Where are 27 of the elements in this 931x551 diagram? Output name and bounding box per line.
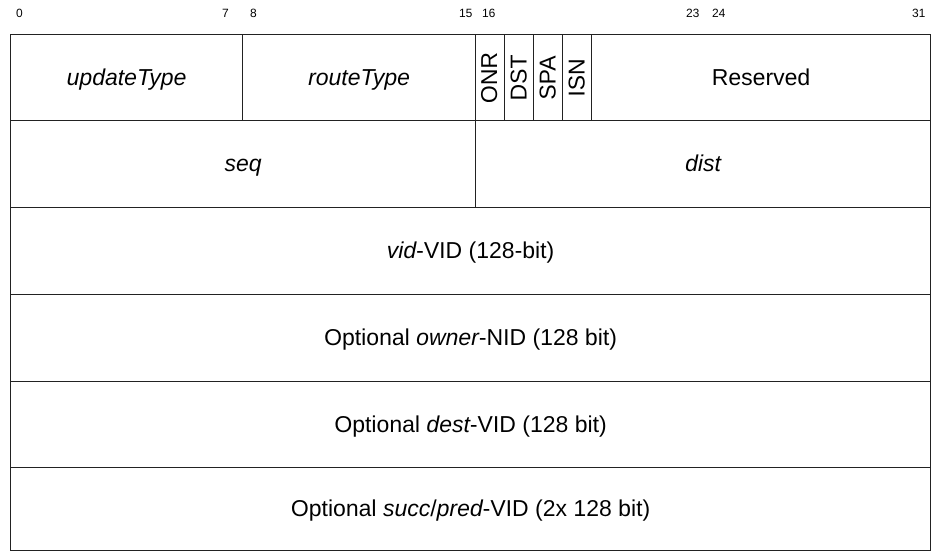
field-name: Optional succ/pred-VID (2x 128 bit) — [290, 496, 650, 522]
field-box — [591, 34, 931, 121]
field-name: SPA — [534, 55, 562, 100]
field-box — [10, 207, 931, 295]
field-name: ISN — [564, 58, 590, 97]
field-box — [10, 467, 931, 551]
bit-number: 0 — [16, 6, 23, 20]
bit-number: 24 — [712, 6, 726, 20]
field-name: updateType — [66, 64, 186, 90]
field-name: routeType — [308, 64, 410, 90]
field-name: vid-VID (128-bit) — [386, 238, 554, 264]
bit-number: 15 — [459, 6, 472, 20]
bit-number: 16 — [482, 6, 496, 20]
field-box — [10, 294, 931, 382]
bit-number: 8 — [250, 6, 257, 20]
field-name: seq — [224, 151, 262, 177]
field-box — [10, 34, 243, 121]
bit-number: 7 — [222, 6, 229, 20]
field-box — [10, 381, 931, 468]
bit-number: 31 — [912, 6, 926, 20]
field-name: Reserved — [712, 64, 810, 90]
field-name: DST — [506, 54, 532, 100]
field-name: ONR — [476, 52, 504, 104]
field-name: Optional dest-VID (128 bit) — [334, 412, 607, 438]
field-name: Optional owner-NID (128 bit) — [324, 325, 617, 351]
bit-number: 23 — [686, 6, 700, 20]
field-name: dist — [685, 151, 721, 177]
